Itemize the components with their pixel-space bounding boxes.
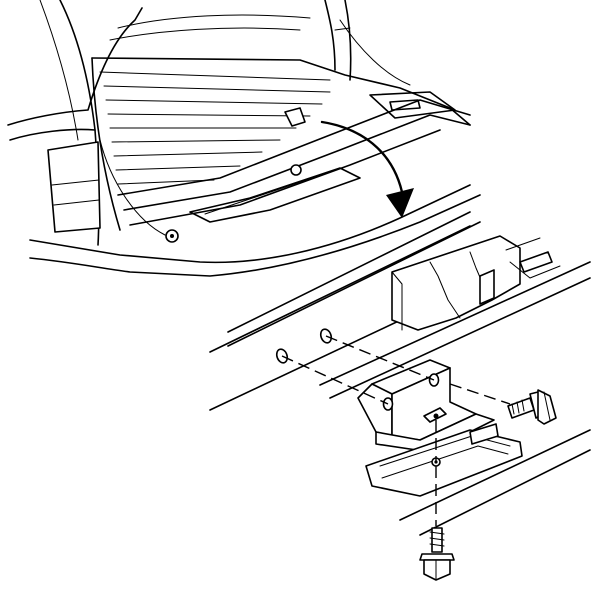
flange-bolt-right (507, 389, 557, 425)
vehicle-rear-cargo-area (7, 0, 481, 277)
striker-plate (365, 423, 523, 497)
alignment-lines (281, 335, 511, 526)
sill-panel-detail (209, 211, 591, 536)
detail-callout-arrow (320, 120, 414, 218)
striker-bracket (357, 359, 495, 453)
flange-bolt-bottom (419, 527, 455, 581)
